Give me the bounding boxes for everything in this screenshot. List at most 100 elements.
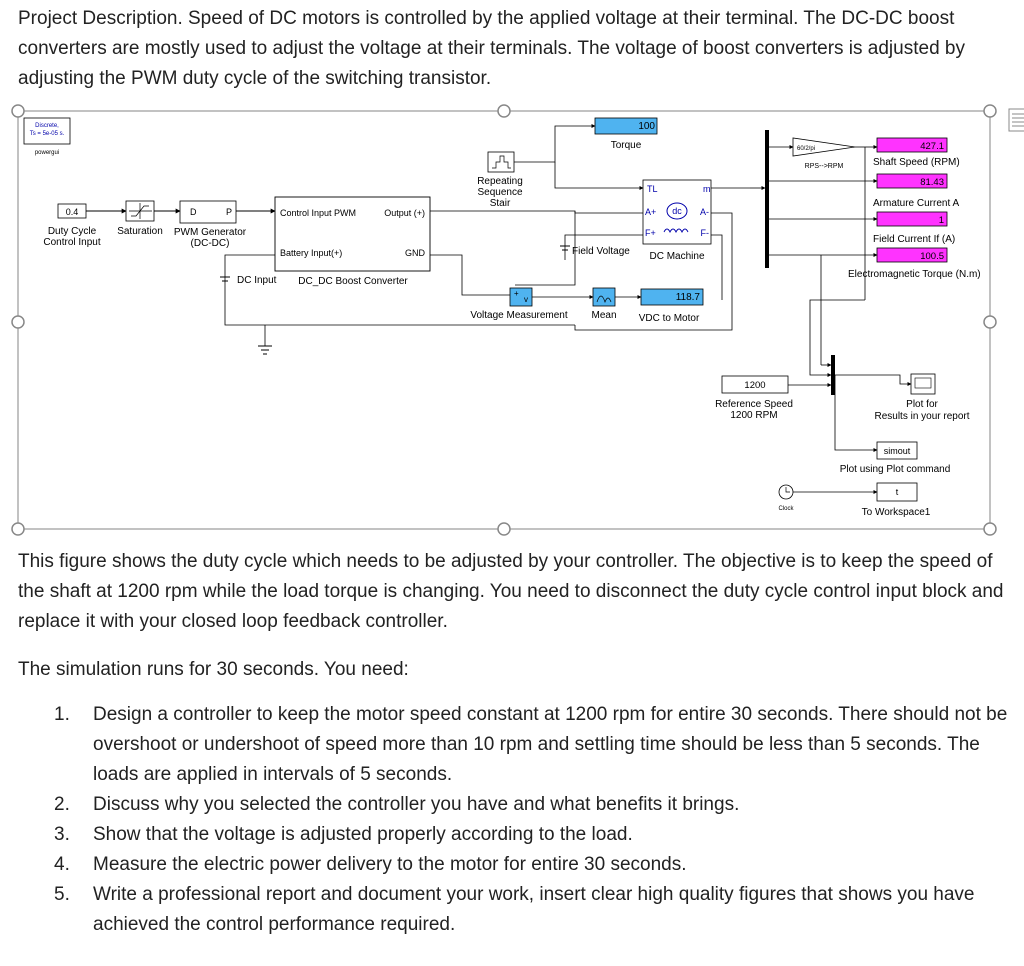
duty-label-1: Duty Cycle [48,226,97,237]
mean-block[interactable]: Mean [591,287,617,321]
plot-scope-block[interactable]: Plot for Results in your report [874,373,970,422]
reference-speed-block[interactable]: 1200 Reference Speed 1200 RPM [715,375,793,421]
gain-block[interactable]: 60/2/pi RPS-->RPM [792,137,856,170]
field-current-label: Field Current If (A) [873,234,955,245]
pwm-generator-block[interactable]: D P PWM Generator (DC-DC) [174,200,247,249]
clock-label: Clock [778,506,794,512]
powergui-block[interactable]: Discrete, Ts = 5e-05 s. powergui [23,117,71,156]
stair-label-1: Repeating [477,176,523,187]
pwm-label-1: PWM Generator [174,227,247,238]
em-torque-value: 100.5 [920,251,944,262]
resize-handle-ml[interactable] [11,315,25,329]
resize-handle-bc[interactable] [497,522,511,536]
resize-handle-bl[interactable] [11,522,25,536]
task-list: 1. Design a controller to keep the motor … [18,700,1008,940]
saturation-label: Saturation [117,226,163,237]
vdc-label: VDC to Motor [639,313,700,324]
ground-symbol [258,325,272,355]
resize-handle-br[interactable] [983,522,997,536]
shaft-speed-value: 427.1 [920,141,944,152]
reference-speed-value: 1200 [744,380,765,391]
pwm-label-2: (DC-DC) [191,238,230,249]
vdc-display[interactable]: 118.7 VDC to Motor [639,288,704,324]
resize-handle-mr[interactable] [983,315,997,329]
machine-port-fplus: F+ [645,228,656,238]
machine-label: DC Machine [649,251,704,262]
task-number: 2. [54,794,70,815]
to-workspace-block[interactable]: t To Workspace1 [862,482,931,518]
reference-speed-label-1: Reference Speed [715,399,793,410]
task-item: 4. Measure the electric power delivery to… [18,850,1008,880]
resize-handle-tl[interactable] [11,104,25,118]
simout-value: simout [884,446,911,456]
boost-port-battery: Battery Input(+) [280,248,342,258]
saturation-block[interactable]: Saturation [117,200,163,237]
task-item: 5.Write a professional report and docume… [18,880,1008,940]
task-text: Measure the electric power delivery to t… [93,854,687,875]
field-voltage-source[interactable]: Field Voltage [560,240,630,260]
repeating-stair-block[interactable]: Repeating Sequence Stair [477,151,523,209]
simulation-paragraph: The simulation runs for 30 seconds. You … [18,659,409,680]
duty-cycle-block[interactable]: 0.4 Duty Cycle Control Input [43,203,101,248]
simulink-diagram: Discrete, Ts = 5e-05 s. powergui 0.4 Dut… [11,104,1024,536]
task-number: 5. [54,884,70,905]
shaft-speed-label: Shaft Speed (RPM) [873,157,960,168]
armature-current-display[interactable]: 81.43 Armature Current A [873,173,959,209]
plot-label-1: Plot for [906,399,938,410]
simout-block[interactable]: simout Plot using Plot command [840,441,951,475]
resize-handle-tr[interactable] [983,104,997,118]
boost-port-control-input: Control Input PWM [280,208,356,218]
dc-input-label: DC Input [237,275,277,286]
task-text: Show that the voltage is adjusted proper… [93,824,633,845]
mean-label: Mean [591,310,616,321]
stair-label-3: Stair [490,198,511,209]
task-number: 3. [54,824,70,845]
dc-input-source[interactable]: DC Input [220,274,277,286]
field-voltage-label: Field Voltage [572,246,630,257]
boost-label: DC_DC Boost Converter [298,276,408,287]
boost-port-output: Output (+) [384,208,425,218]
machine-port-aminus: A- [700,207,709,217]
machine-port-aplus: A+ [645,207,656,217]
powergui-line1: Discrete, [35,123,59,129]
voltage-measurement-label: Voltage Measurement [470,310,568,321]
task-number: 1. [54,704,70,725]
figure-description-paragraph: This figure shows the duty cycle which n… [18,551,1004,632]
mux-bar [831,355,835,395]
machine-port-tl: TL [647,184,658,194]
field-current-display[interactable]: 1 Field Current If (A) [873,211,955,245]
armature-current-value: 81.43 [920,177,944,188]
machine-port-m: m [703,184,711,194]
powergui-line2: Ts = 5e-05 s. [30,131,65,137]
svg-text:+: + [514,289,519,298]
boost-port-gnd: GND [405,248,426,258]
intro-paragraph: Project Description. Speed of DC motors … [18,8,965,89]
clock-block[interactable]: Clock [778,484,794,512]
task-item: 2.Discuss why you selected the controlle… [18,790,1008,820]
resize-handle-tc[interactable] [497,104,511,118]
pwm-port-p: P [226,207,232,217]
stair-label-2: Sequence [477,187,522,198]
gain-value: 60/2/pi [797,146,815,152]
vdc-value: 118.7 [676,292,701,303]
dc-machine-block[interactable]: TL m A+ dc A- F+ F- DC Machine [642,179,712,262]
em-torque-label: Electromagnetic Torque (N.m) [848,269,981,280]
task-text: Design a controller to keep the motor sp… [93,704,1008,785]
simulink-figure[interactable]: Discrete, Ts = 5e-05 s. powergui 0.4 Dut… [0,100,1024,540]
field-current-value: 1 [939,215,944,226]
em-torque-display[interactable]: 100.5 Electromagnetic Torque (N.m) [848,247,981,280]
torque-display[interactable]: 100 Torque [594,117,658,151]
layout-options-icon[interactable] [1008,108,1024,132]
task-number: 4. [54,854,70,875]
torque-value: 100 [638,121,655,132]
duty-label-2: Control Input [43,237,100,248]
boost-converter-block[interactable]: Control Input PWM Output (+) Battery Inp… [274,196,431,287]
simout-label: Plot using Plot command [840,464,951,475]
shaft-speed-display[interactable]: 427.1 Shaft Speed (RPM) [873,137,960,168]
workspace-value: t [896,487,899,497]
duty-value: 0.4 [66,207,79,217]
voltage-measurement-block[interactable]: + v Voltage Measurement [470,287,568,321]
torque-label: Torque [611,140,642,151]
reference-speed-label-2: 1200 RPM [730,410,777,421]
task-item: 1. Design a controller to keep the motor … [18,700,1008,790]
